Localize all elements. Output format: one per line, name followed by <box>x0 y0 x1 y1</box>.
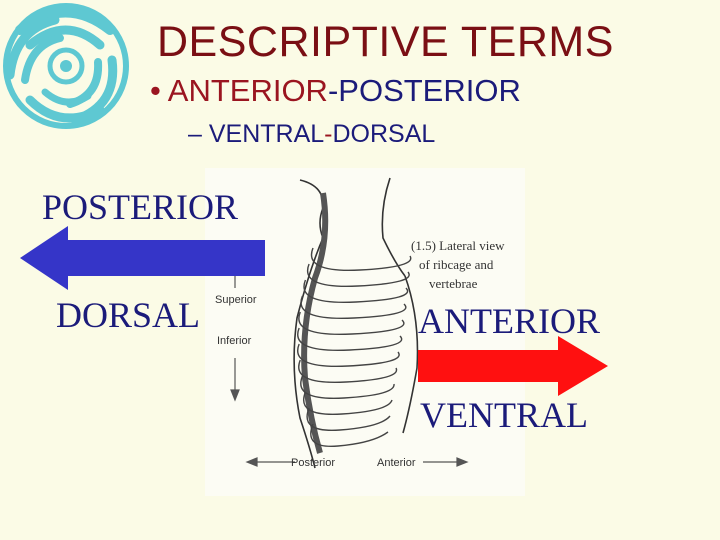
arrow-left-icon <box>20 226 265 290</box>
sub-bullet-separator: - <box>324 120 332 148</box>
slide-title: DESCRIPTIVE TERMS <box>157 18 614 67</box>
swirl-logo-icon <box>0 0 135 135</box>
sub-bullet-item: – VENTRAL-DORSAL <box>188 120 435 149</box>
bullet-separator: - <box>328 73 338 108</box>
arrow-right-icon <box>418 336 608 396</box>
bullet-anterior: ANTERIOR <box>168 73 328 108</box>
bullet-item: • ANTERIOR-POSTERIOR <box>150 73 521 109</box>
label-figure-anterior: Anterior <box>377 457 416 469</box>
label-dorsal: DORSAL <box>56 294 200 336</box>
sub-bullet-dorsal: DORSAL <box>333 120 436 148</box>
label-ventral: VENTRAL <box>420 394 588 436</box>
label-anterior: ANTERIOR <box>418 300 600 342</box>
label-figure-posterior: Posterior <box>291 457 335 469</box>
bullet-posterior: POSTERIOR <box>338 73 521 108</box>
label-inferior: Inferior <box>217 335 252 347</box>
caption-line-1: (1.5) Lateral view <box>411 238 505 253</box>
sub-bullet-marker: – <box>188 120 202 148</box>
bullet-marker: • <box>150 73 161 108</box>
caption-line-3: vertebrae <box>429 276 478 291</box>
label-posterior: POSTERIOR <box>42 186 238 228</box>
sub-bullet-ventral: VENTRAL <box>209 120 324 148</box>
label-superior: Superior <box>215 294 257 306</box>
caption-line-2: of ribcage and <box>419 257 494 272</box>
